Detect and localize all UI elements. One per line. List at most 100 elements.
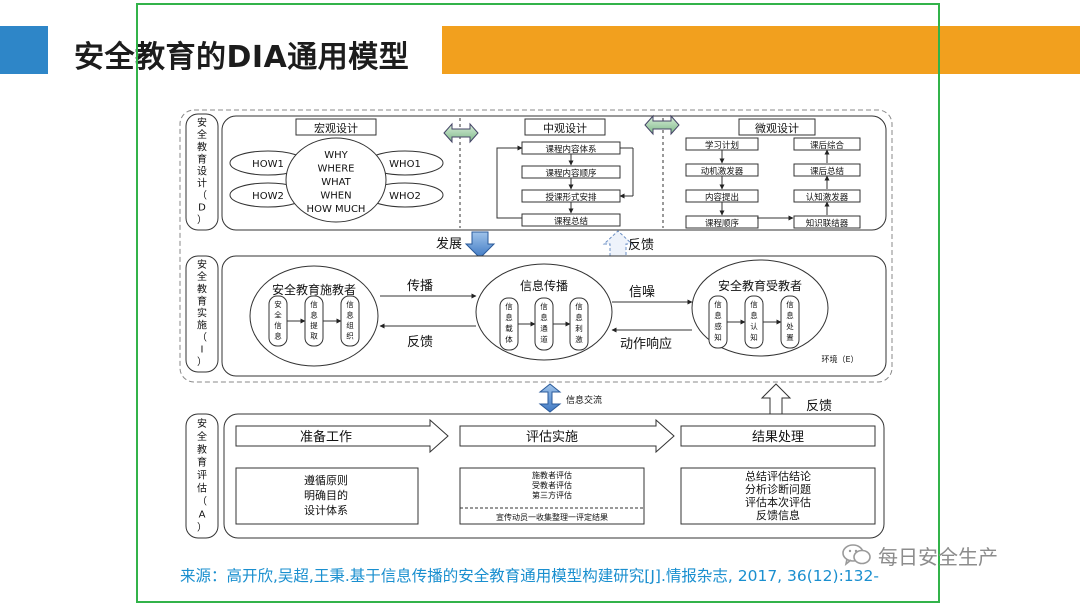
macro-question: WHERE (318, 164, 355, 175)
how2-label: HOW2 (252, 191, 284, 202)
macro-question: HOW MUCH (307, 204, 366, 215)
phase-impl: 评估实施 (526, 430, 578, 445)
impl-item-char: 载 (505, 323, 513, 333)
impl-item-char: 取 (310, 332, 318, 341)
impl-item-pill (569, 297, 589, 351)
section-label-char: （ (197, 495, 207, 507)
section-label-char: （ (197, 332, 207, 344)
impl-item-char: 息 (714, 310, 722, 320)
wechat-icon (842, 544, 871, 566)
impl-item-char: 刺 (575, 324, 583, 333)
who2-label: WHO2 (389, 191, 421, 202)
exchange-label: 信息交流 (566, 394, 602, 406)
result-line: 评估本次评估 (745, 495, 811, 509)
micro-right-box (793, 215, 861, 229)
prep-line: 遵循原则 (304, 473, 348, 487)
prep-line: 明确目的 (304, 488, 348, 502)
header-accent-bar-right (442, 26, 1080, 74)
prep-line: 设计体系 (304, 503, 348, 517)
diagram-frame (136, 3, 940, 603)
section-label-char: ） (197, 521, 207, 533)
macro-design-title: 宏观设计 (314, 121, 358, 135)
section-label-char: 育 (197, 456, 207, 469)
impl-item-pill (780, 295, 800, 349)
section-label-char: A (199, 509, 206, 520)
meso-step-label: 课程内容顺序 (545, 168, 597, 179)
meso-step-box (521, 213, 621, 227)
result-line: 反馈信息 (756, 508, 800, 522)
section-label-char: 教 (197, 282, 207, 295)
impl-footer: 宣传动员一收集整理一评定结果 (496, 512, 608, 522)
micro-left-box (685, 215, 759, 229)
header-accent-bar-left (0, 26, 48, 74)
impl-item-char: 道 (540, 334, 548, 344)
impl-item-char: 信 (274, 320, 282, 330)
impl-line: 受教者评估 (532, 480, 572, 490)
section-label-char: ） (197, 356, 207, 368)
impl-feedback-label: 反馈 (407, 335, 433, 350)
section-label-char: 全 (197, 270, 207, 283)
impl-item-char: 信 (750, 299, 758, 309)
section-label-char: 教 (197, 140, 207, 153)
impl-item-char: 安 (274, 299, 282, 309)
impl-item-char: 信 (786, 299, 794, 309)
section-label-char: 全 (197, 430, 207, 443)
who1-label: WHO1 (389, 159, 421, 170)
macro-center-questions: WHY WHERE WHAT WHEN HOW MUCH (307, 150, 366, 215)
meso-step-label: 课程总结 (554, 216, 588, 227)
phase-prep: 准备工作 (300, 429, 352, 445)
impl-item-char: 息 (575, 312, 583, 322)
micro-design-title: 微观设计 (755, 121, 799, 135)
impl-item-char: 息 (540, 312, 548, 322)
impl-line: 施教者评估 (532, 470, 572, 480)
micro-right-label: 课后总结 (810, 166, 844, 177)
section-label-char: 评 (197, 470, 207, 482)
section-label-char: 安 (197, 116, 207, 129)
impl-line: 第三方评估 (532, 490, 572, 500)
impl-item-char: 激 (575, 334, 583, 344)
develop-label: 发展 (436, 236, 462, 252)
impl-item-char: 通 (540, 323, 548, 333)
noise-label: 信噪 (629, 285, 655, 300)
assessment-feedback-label: 反馈 (806, 399, 832, 414)
impl-item-char: 全 (274, 310, 282, 320)
impl-item-char: 信 (575, 301, 583, 311)
source-citation: 来源：高开欣,吴超,王秉.基于信息传播的安全教育通用模型构建研究[J].情报杂志… (180, 567, 880, 585)
section-label-char: I (201, 345, 204, 356)
section-label-char: 教 (197, 443, 207, 456)
section-label-char: 育 (197, 294, 207, 307)
section-label-char: 施 (197, 319, 207, 332)
macro-question: WHY (324, 150, 348, 161)
impl-item-char: 处 (786, 321, 794, 331)
impl-item-char: 息 (310, 310, 318, 320)
impl-item-char: 信 (346, 299, 354, 309)
meso-design-title: 中观设计 (543, 122, 587, 135)
section-label-char: 计 (197, 177, 207, 190)
watermark-text: 每日安全生产 (878, 544, 998, 569)
impl-item-char: 息 (274, 331, 282, 341)
transmission-title: 信息传播 (520, 278, 568, 293)
impl-item-char: 提 (310, 320, 318, 330)
section-label-char: （ (197, 190, 207, 202)
micro-left-label: 内容提出 (705, 192, 739, 203)
result-line: 总结评估结论 (745, 469, 811, 483)
section-label-char: 实 (197, 306, 207, 319)
educator-title: 安全教育施教者 (272, 282, 356, 297)
section-label-char: 育 (197, 152, 207, 165)
impl-item-char: 息 (505, 312, 513, 322)
micro-right-label: 认知激发器 (806, 192, 849, 203)
macro-question: WHEN (320, 191, 351, 202)
meso-step-label: 授课形式安排 (545, 192, 597, 203)
macro-question: WHAT (321, 177, 351, 188)
environment-label: 环境（E） (821, 354, 858, 364)
impl-item-char: 组 (346, 320, 354, 330)
